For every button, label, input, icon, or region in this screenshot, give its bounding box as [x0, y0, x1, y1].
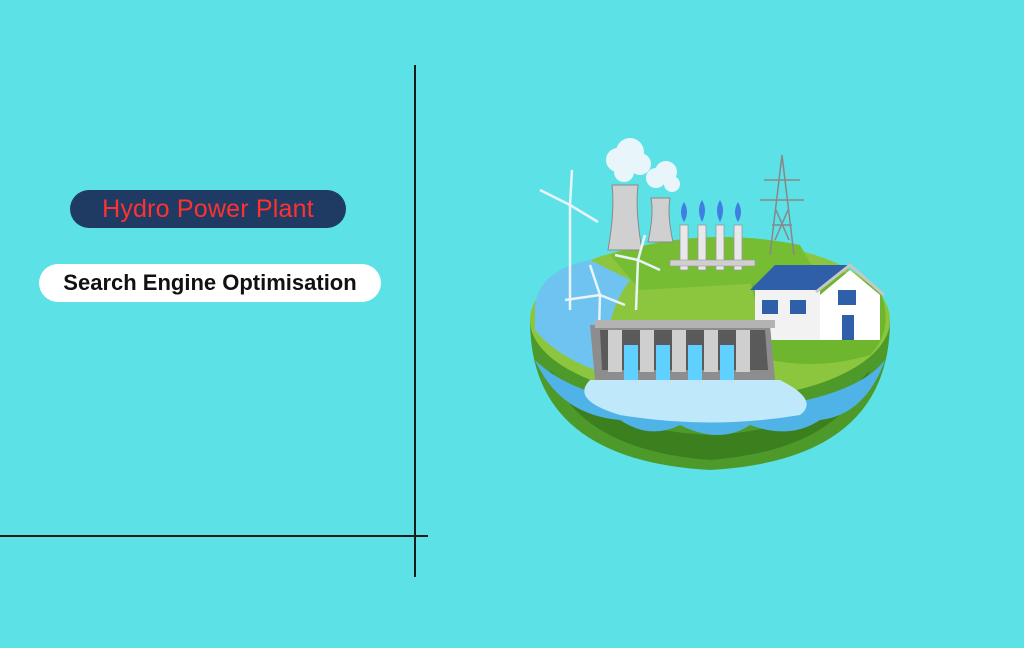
vertical-divider-line: [414, 65, 416, 577]
renewable-energy-island-icon: [530, 138, 890, 470]
cooling-towers: [607, 184, 674, 251]
wind-turbines: [539, 169, 661, 366]
island-water-band: [535, 360, 885, 435]
dam-outflow-water: [584, 380, 807, 423]
subtitle-text: Search Engine Optimisation: [63, 270, 357, 295]
gas-burners: [669, 200, 756, 271]
power-pylon: [760, 154, 804, 256]
title-badge: Hydro Power Plant: [70, 190, 346, 228]
steam-clouds: [606, 138, 680, 192]
island-base-shadow: [550, 370, 870, 460]
title-text: Hydro Power Plant: [102, 194, 314, 223]
horizontal-divider-line: [0, 535, 428, 537]
subtitle-badge: Search Engine Optimisation: [39, 264, 381, 302]
dam: [590, 320, 775, 380]
